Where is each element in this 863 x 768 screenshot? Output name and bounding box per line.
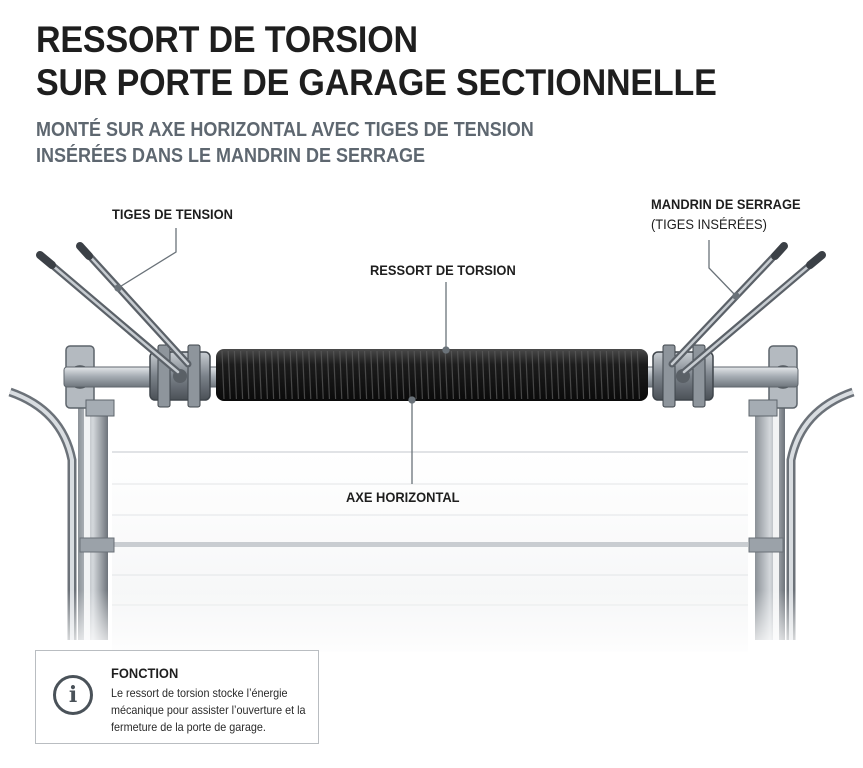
subtitle-line-2: INSÉRÉES DANS LE MANDRIN DE SERRAGE bbox=[36, 145, 426, 167]
subtitle-line-1: MONTÉ SUR AXE HORIZONTAL AVEC TIGES DE T… bbox=[36, 119, 534, 141]
spring-coil bbox=[357, 350, 361, 400]
spring-coil bbox=[574, 350, 578, 400]
spring-coil bbox=[469, 350, 473, 400]
spring-coil bbox=[457, 350, 461, 400]
spring-coil bbox=[599, 350, 603, 400]
spring-coil bbox=[413, 350, 417, 400]
spring-coil bbox=[636, 350, 640, 400]
spring-coil bbox=[252, 350, 256, 400]
info-title: FONCTION bbox=[111, 665, 179, 681]
spring-coil bbox=[333, 350, 337, 400]
spring-coil bbox=[370, 350, 374, 400]
spring-coil bbox=[382, 350, 386, 400]
spring-coil bbox=[500, 350, 504, 400]
spring-coil bbox=[432, 350, 436, 400]
label-winding-cone: MANDRIN DE SERRAGE bbox=[651, 196, 801, 212]
spring-coil bbox=[419, 350, 423, 400]
spring-coil bbox=[481, 350, 485, 400]
spring-coil bbox=[351, 350, 355, 400]
spring-coil bbox=[271, 350, 275, 400]
label-tension-rods: TIGES DE TENSION bbox=[112, 206, 233, 222]
spring-coil bbox=[537, 350, 541, 400]
label-winding-cone-note: (TIGES INSÉRÉES) bbox=[651, 216, 767, 232]
spring-coil bbox=[488, 350, 492, 400]
spring-coil bbox=[593, 350, 597, 400]
door-fade bbox=[0, 590, 863, 660]
spring-coil bbox=[525, 350, 529, 400]
spring-coil bbox=[264, 350, 268, 400]
spring-coil bbox=[438, 350, 442, 400]
spring-coil bbox=[339, 350, 343, 400]
spring-coil bbox=[550, 350, 554, 400]
spring-coil bbox=[345, 350, 349, 400]
torsion-spring bbox=[216, 349, 648, 401]
function-info-box: i FONCTION Le ressort de torsion stocke … bbox=[35, 650, 319, 744]
spring-coil bbox=[587, 350, 591, 400]
spring-coil bbox=[543, 350, 547, 400]
spring-coil bbox=[624, 350, 628, 400]
page-subtitle: MONTÉ SUR AXE HORIZONTAL AVEC TIGES DE T… bbox=[36, 117, 534, 169]
spring-coil bbox=[221, 350, 225, 400]
title-line-2: SUR PORTE DE GARAGE SECTIONNELLE bbox=[36, 62, 717, 103]
spring-coil bbox=[326, 350, 330, 400]
spring-coil bbox=[364, 350, 368, 400]
spring-coil bbox=[444, 350, 448, 400]
spring-coil bbox=[295, 350, 299, 400]
title-line-1: RESSORT DE TORSION bbox=[36, 19, 418, 60]
spring-coil bbox=[568, 350, 572, 400]
spring-coil bbox=[612, 350, 616, 400]
spring-coil bbox=[308, 350, 312, 400]
info-icon: i bbox=[53, 675, 93, 715]
spring-coil bbox=[240, 350, 244, 400]
spring-coil bbox=[289, 350, 293, 400]
spring-coil bbox=[450, 350, 454, 400]
spring-coil bbox=[277, 350, 281, 400]
page-title: RESSORT DE TORSION SUR PORTE DE GARAGE S… bbox=[36, 18, 717, 104]
spring-coil bbox=[426, 350, 430, 400]
spring-coil bbox=[401, 350, 405, 400]
spring-coil bbox=[519, 350, 523, 400]
spring-coil bbox=[227, 350, 231, 400]
spring-coil bbox=[463, 350, 467, 400]
spring-coil bbox=[605, 350, 609, 400]
left-tension-rods bbox=[36, 242, 192, 376]
right-tension-rods bbox=[668, 242, 826, 376]
label-torsion-spring: RESSORT DE TORSION bbox=[370, 262, 516, 278]
spring-coil bbox=[630, 350, 634, 400]
spring-coil bbox=[512, 350, 516, 400]
spring-coil bbox=[556, 350, 560, 400]
spring-coil bbox=[320, 350, 324, 400]
spring-coil bbox=[314, 350, 318, 400]
spring-coil bbox=[258, 350, 262, 400]
spring-coil bbox=[376, 350, 380, 400]
spring-coil bbox=[581, 350, 585, 400]
spring-coil bbox=[618, 350, 622, 400]
spring-coil bbox=[283, 350, 287, 400]
spring-coil bbox=[388, 350, 392, 400]
spring-coil bbox=[246, 350, 250, 400]
leader-lines bbox=[114, 228, 740, 484]
spring-coil bbox=[395, 350, 399, 400]
spring-coil bbox=[562, 350, 566, 400]
spring-coil bbox=[233, 350, 237, 400]
spring-coil bbox=[407, 350, 411, 400]
spring-coil bbox=[494, 350, 498, 400]
spring-coil bbox=[531, 350, 535, 400]
info-text: Le ressort de torsion stocke l’énergie m… bbox=[111, 686, 306, 734]
spring-coil bbox=[302, 350, 306, 400]
spring-coil bbox=[475, 350, 479, 400]
label-horizontal-axle: AXE HORIZONTAL bbox=[346, 489, 460, 505]
spring-coil bbox=[506, 350, 510, 400]
